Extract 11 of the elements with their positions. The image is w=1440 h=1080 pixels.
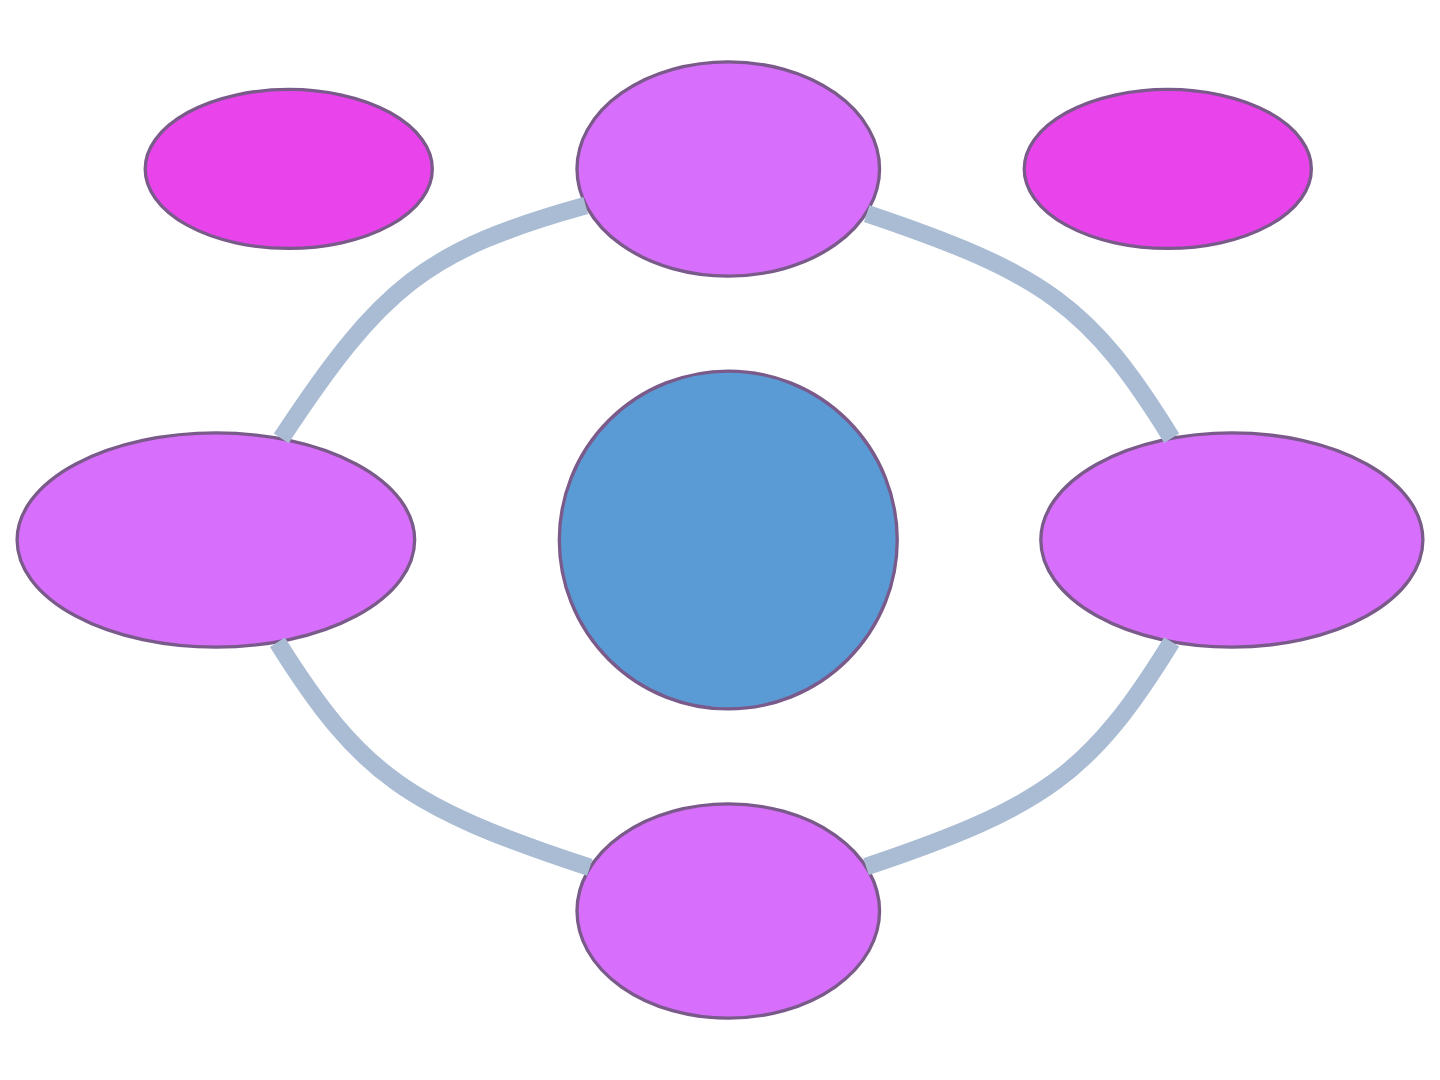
node-ellipse xyxy=(575,60,882,278)
node-ellipse xyxy=(15,431,417,649)
connector xyxy=(863,637,1180,876)
connector xyxy=(863,205,1180,443)
node-circle xyxy=(557,369,899,711)
node-ellipse xyxy=(575,802,882,1020)
node-ellipse xyxy=(143,87,434,251)
connector xyxy=(273,197,589,444)
node-ellipse xyxy=(1039,431,1425,649)
connector xyxy=(270,637,593,876)
node-ellipse xyxy=(1022,87,1313,251)
